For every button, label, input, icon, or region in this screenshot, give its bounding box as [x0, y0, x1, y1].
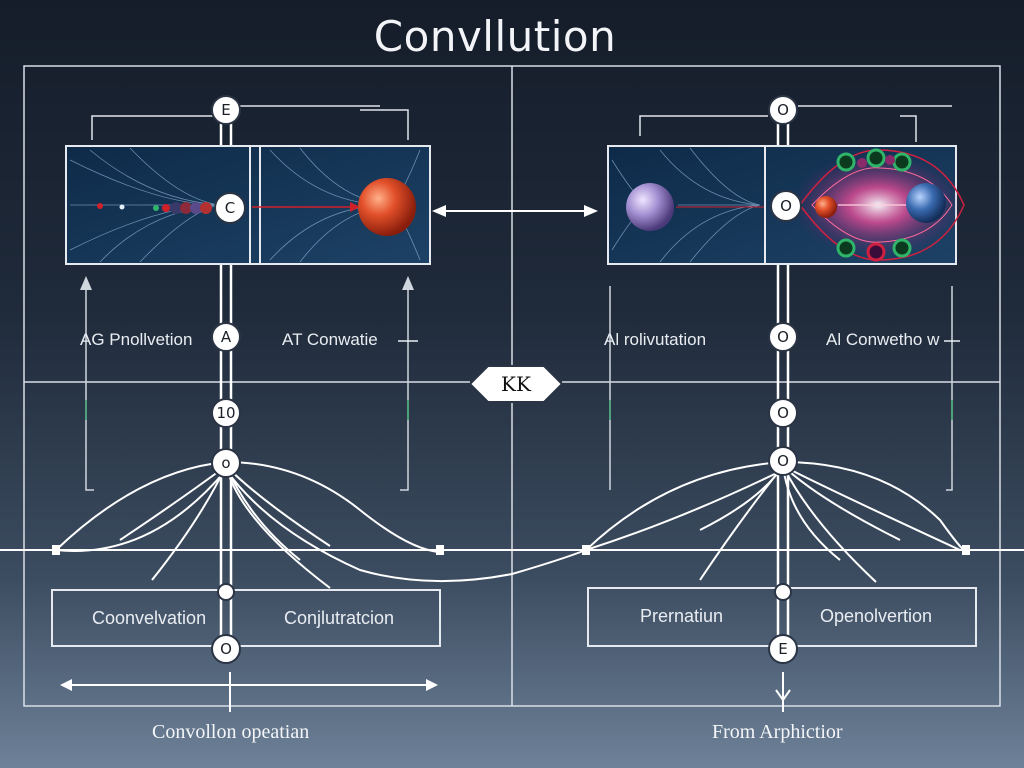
right-box-junction [774, 583, 792, 601]
right-node-c: O [768, 446, 798, 476]
left-label-right: AT Conwatie [282, 330, 378, 349]
left-node-b: 10 [211, 398, 241, 428]
right-box-label-right: Openolvertion [820, 606, 933, 626]
nucleus-cluster [792, 148, 965, 262]
left-bottom-node: O [211, 634, 241, 664]
right-top-node: O [768, 95, 798, 125]
left-box-label-right: Conjlutratcion [284, 608, 395, 628]
right-mid-node: O [770, 190, 802, 222]
right-label-right: Al Conwetho w [826, 330, 940, 349]
right-bottom-node: E [768, 634, 798, 664]
right-fan [511, 460, 967, 583]
right-caption: From Arphictior [712, 721, 843, 743]
right-node-b: O [768, 398, 798, 428]
center-tag-shape [468, 365, 564, 403]
left-mid-node: C [214, 192, 246, 224]
left-particle-chain [97, 202, 212, 214]
right-box-label-left: Prernatiun [640, 606, 724, 626]
lilac-sphere [626, 183, 674, 231]
right-node-a: O [768, 322, 798, 352]
right-label-left: Al rolivutation [604, 330, 707, 349]
left-label-left: AG Pnollvetion [80, 330, 193, 349]
diagram-title: Convllution [373, 12, 617, 61]
left-box-junction [217, 583, 235, 601]
left-caption: Convollon opeatian [152, 721, 310, 743]
orange-sphere [358, 178, 416, 236]
left-top-node: E [211, 95, 241, 125]
left-box-label-left: Coonvelvation [92, 608, 207, 628]
left-bottom-box [51, 589, 441, 647]
left-node-c: o [211, 448, 241, 478]
center-tag: KK [501, 372, 531, 396]
left-fan [55, 460, 513, 589]
left-node-a: A [211, 322, 241, 352]
